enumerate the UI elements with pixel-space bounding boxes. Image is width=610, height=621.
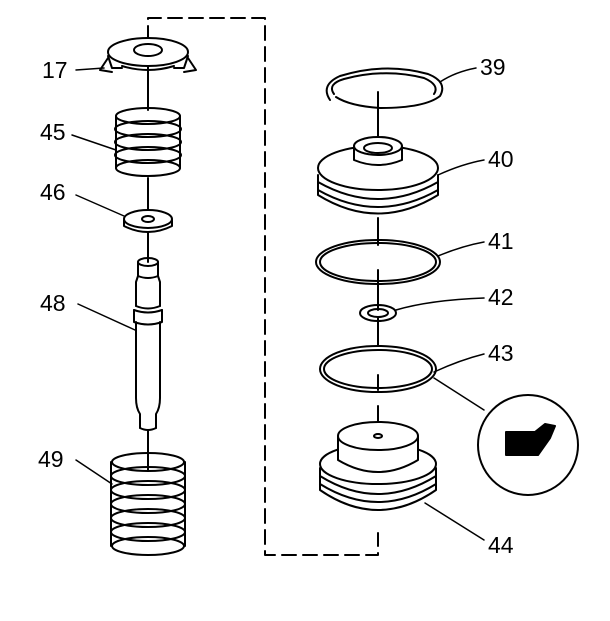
part-45-spring (114, 107, 182, 177)
part-39-snap-ring (325, 67, 444, 109)
callout-labels: 17 45 46 48 49 39 40 41 42 43 44 (38, 54, 514, 558)
part-43-seal-ring (319, 345, 437, 393)
callout-40: 40 (488, 146, 514, 172)
part-40-piston (317, 136, 439, 215)
leader-lines (71, 67, 485, 541)
callout-44: 44 (488, 532, 514, 558)
part-46-washer (123, 209, 173, 233)
seal-cross-section-detail (477, 394, 579, 496)
callout-41: 41 (488, 228, 514, 254)
part-49-spring (110, 452, 186, 556)
callout-48: 48 (40, 290, 66, 316)
part-44-housing (319, 421, 437, 511)
callout-39: 39 (480, 54, 506, 80)
callout-17: 17 (42, 57, 68, 83)
callout-43: 43 (488, 340, 514, 366)
callout-46: 46 (40, 179, 66, 205)
part-41-seal-ring (315, 239, 441, 285)
part-48-valve-stem (133, 257, 163, 431)
assembly-path-line (147, 17, 379, 556)
part-42-small-seal (359, 304, 397, 322)
callout-42: 42 (488, 284, 514, 310)
part-17-retainer (99, 37, 197, 73)
callout-49: 49 (38, 446, 64, 472)
callout-45: 45 (40, 119, 66, 145)
